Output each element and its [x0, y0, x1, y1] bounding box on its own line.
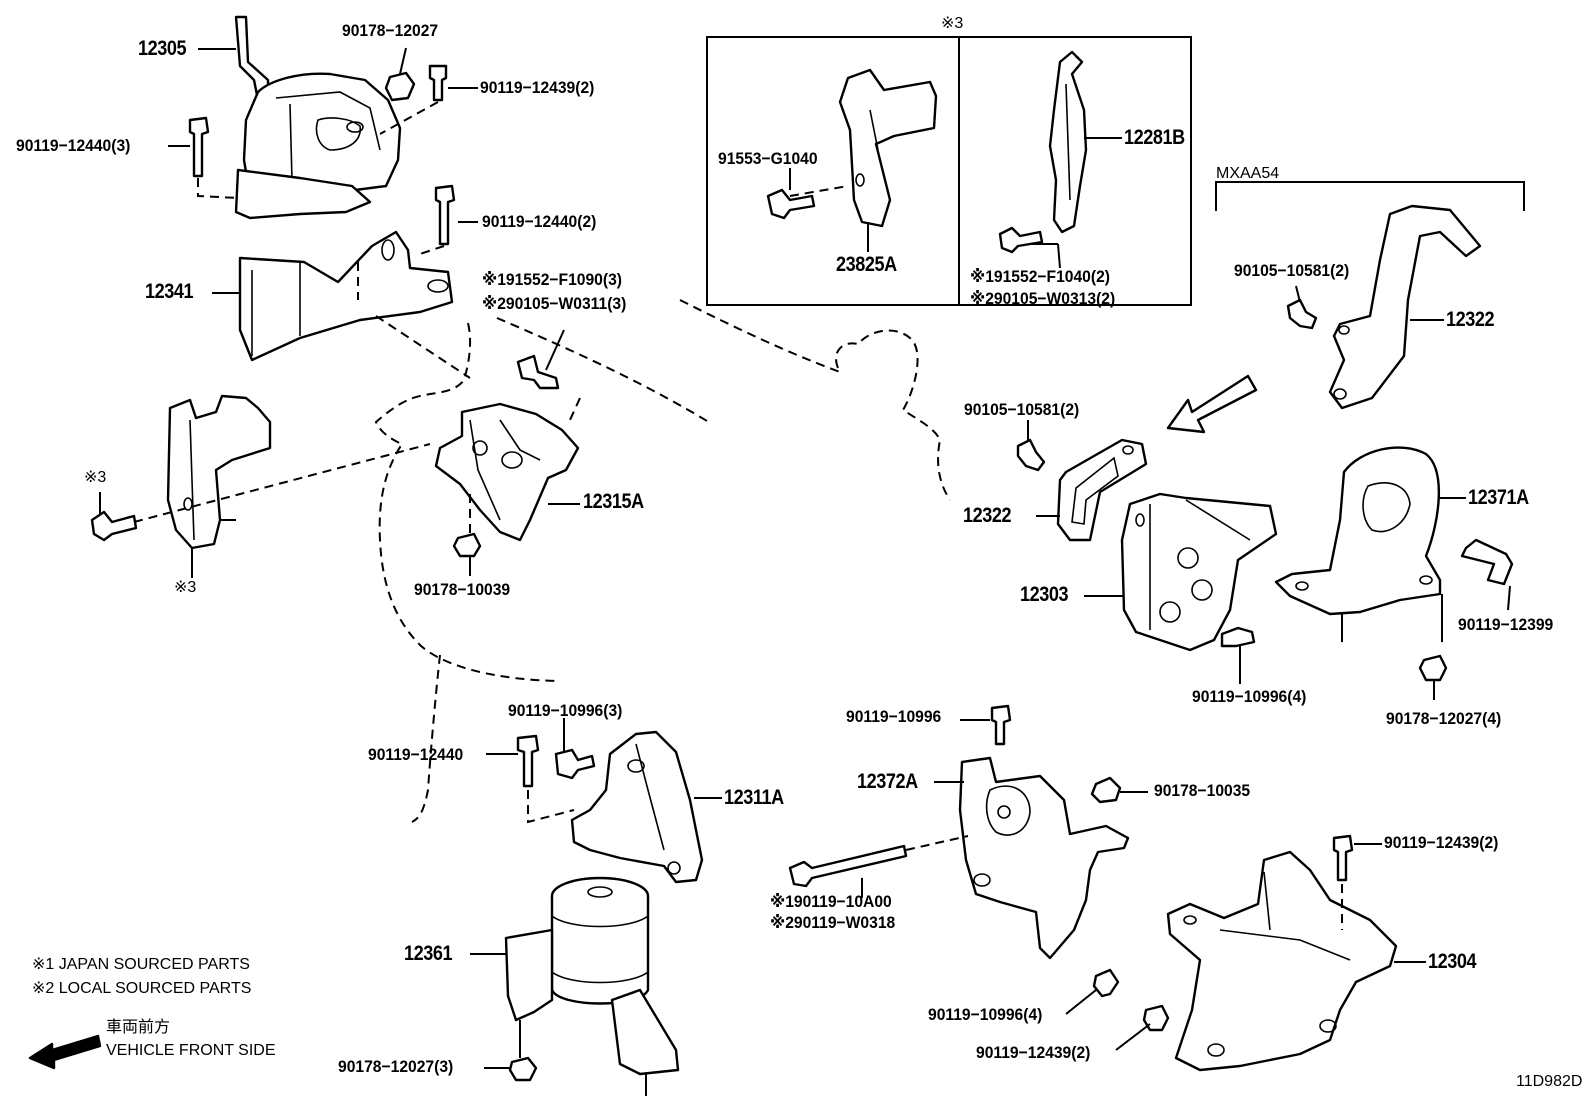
part-12322-upper-drawing: [1328, 204, 1482, 410]
note3-mark-bolt: ※3: [84, 469, 107, 486]
fastener-label-90119-12440[interactable]: 90119−12440: [368, 745, 464, 764]
fastener-label-91552-F1040[interactable]: ※191552−F1040(2): [970, 267, 1110, 286]
fastener-label-90119-12440-3[interactable]: 90119−12440(3): [16, 136, 131, 155]
nut-icon: [1418, 654, 1448, 682]
part-12304-drawing: [1166, 850, 1398, 1072]
fastener-label-90119-10A00[interactable]: ※190119−10A00: [770, 892, 892, 911]
part-label-23825A[interactable]: 23825A: [836, 253, 897, 276]
fastener-label-90119-10996-3[interactable]: 90119−10996(3): [508, 701, 623, 720]
vehicle-front-arrow-icon: [28, 1034, 102, 1070]
fastener-label-90119-12439-top[interactable]: 90119−12439(2): [480, 78, 595, 97]
bolt-icon: [516, 354, 560, 390]
bolt-icon: [554, 748, 596, 780]
fastener-label-90105-10581-mid[interactable]: 90105−10581(2): [964, 400, 1080, 419]
part-label-12281B[interactable]: 12281B: [1124, 126, 1185, 149]
fastener-label-90105-W0313[interactable]: ※290105−W0313(2): [970, 289, 1116, 308]
part-label-12303[interactable]: 12303: [1020, 583, 1069, 606]
part-label-12361[interactable]: 12361: [404, 942, 453, 965]
assembly-guides: [133, 101, 1343, 930]
part-label-12371A[interactable]: 12371A: [1468, 486, 1529, 509]
bolt-icon: [1332, 834, 1354, 882]
fastener-label-90178-10039[interactable]: 90178−10039: [414, 580, 511, 599]
part-12371A-drawing: [1274, 446, 1443, 642]
part-label-12341[interactable]: 12341: [145, 280, 194, 303]
fastener-label-90105-W0311[interactable]: ※290105−W0311(3): [482, 294, 627, 313]
bolt-icon: [1092, 968, 1120, 998]
fastener-label-90119-10996[interactable]: 90119−10996: [846, 707, 942, 726]
part-12322-mid-drawing: [1056, 438, 1148, 542]
fastener-label-90178-12027[interactable]: 90178−12027: [342, 21, 439, 40]
part-label-12304[interactable]: 12304: [1428, 950, 1477, 973]
nut-icon: [1090, 776, 1122, 804]
bolt-icon: [188, 116, 210, 178]
part-12361-drawing: [504, 876, 680, 1076]
part-label-12311A[interactable]: 12311A: [724, 786, 784, 809]
variant-label: MXAA54: [1216, 165, 1280, 182]
legend-note1: ※1 JAPAN SOURCED PARTS: [32, 956, 250, 973]
leader-lines: [99, 47, 1511, 1069]
nut-icon: [508, 1056, 538, 1082]
bolt-icon: [1016, 438, 1046, 472]
bolt-icon: [1460, 538, 1514, 586]
fastener-label-90119-10996-4-bottom[interactable]: 90119−10996(4): [928, 1005, 1043, 1024]
part-23825A-drawing: [838, 68, 938, 228]
fastener-label-90119-W0318[interactable]: ※290119−W0318: [770, 913, 896, 932]
bolt-icon: [434, 184, 456, 246]
fastener-label-90178-12027-4[interactable]: 90178−12027(4): [1386, 709, 1502, 728]
bolt-icon: [1220, 626, 1256, 648]
nut-icon: [384, 71, 416, 102]
part-label-12315A[interactable]: 12315A: [583, 490, 644, 513]
fastener-label-90119-12439-bottom[interactable]: 90119−12439(2): [976, 1043, 1091, 1062]
part-12305-drawing: [234, 15, 402, 220]
inset-frame: [706, 36, 1192, 306]
part-12315A-drawing: [434, 402, 580, 542]
variant-bracket: [1215, 181, 1525, 211]
part-label-12372A[interactable]: 12372A: [857, 770, 918, 793]
bolt-icon: [766, 188, 816, 220]
engine-outline: [374, 299, 951, 823]
fastener-label-90178-10035[interactable]: 90178−10035: [1154, 781, 1251, 800]
legend-front-en: VEHICLE FRONT SIDE: [106, 1042, 276, 1059]
fastener-label-91552-F1090[interactable]: ※191552−F1090(3): [482, 270, 622, 289]
part-12303-drawing: [1120, 492, 1278, 652]
inset-note-mark: ※3: [941, 15, 964, 32]
part-12281B-drawing: [1048, 50, 1088, 234]
fastener-hardware: [90, 64, 1514, 1096]
fastener-label-90178-12027-3[interactable]: 90178−12027(3): [338, 1057, 454, 1076]
part-label-12305[interactable]: 12305: [138, 37, 187, 60]
bolt-icon: [516, 734, 540, 788]
fastener-label-90119-12399[interactable]: 90119−12399: [1458, 615, 1554, 634]
part-12341-drawing: [238, 230, 454, 362]
fastener-label-91553-G1040[interactable]: 91553−G1040: [718, 149, 818, 168]
bolt-icon: [428, 64, 448, 102]
note3-mark-bracket: ※3: [174, 579, 197, 596]
bolt-icon: [990, 704, 1012, 746]
front-direction-arrow-icon: [1166, 374, 1258, 434]
legend-note2: ※2 LOCAL SOURCED PARTS: [32, 980, 252, 997]
fastener-label-90105-10581-upper[interactable]: 90105−10581(2): [1234, 261, 1350, 280]
part-12372A-drawing: [958, 756, 1130, 960]
fastener-label-90119-10996-4-mid[interactable]: 90119−10996(4): [1192, 687, 1307, 706]
part-12311A-drawing: [570, 730, 704, 884]
bolt-icon: [788, 844, 908, 888]
fastener-label-90119-12439-right[interactable]: 90119−12439(2): [1384, 833, 1499, 852]
bolt-icon: [1286, 298, 1318, 330]
part-label-12322-mid[interactable]: 12322: [963, 504, 1012, 527]
legend-front-jp: 車両前方: [106, 1019, 171, 1036]
part-label-12322-upper[interactable]: 12322: [1446, 308, 1495, 331]
diagram-code: 11D982D: [1516, 1073, 1583, 1090]
fastener-label-90119-12440-2[interactable]: 90119−12440(2): [482, 212, 597, 231]
bolt-icon: [90, 510, 138, 542]
nut-icon: [452, 532, 482, 558]
bolt-icon: [998, 226, 1044, 254]
part-note3-left-bracket-drawing: [166, 394, 272, 550]
